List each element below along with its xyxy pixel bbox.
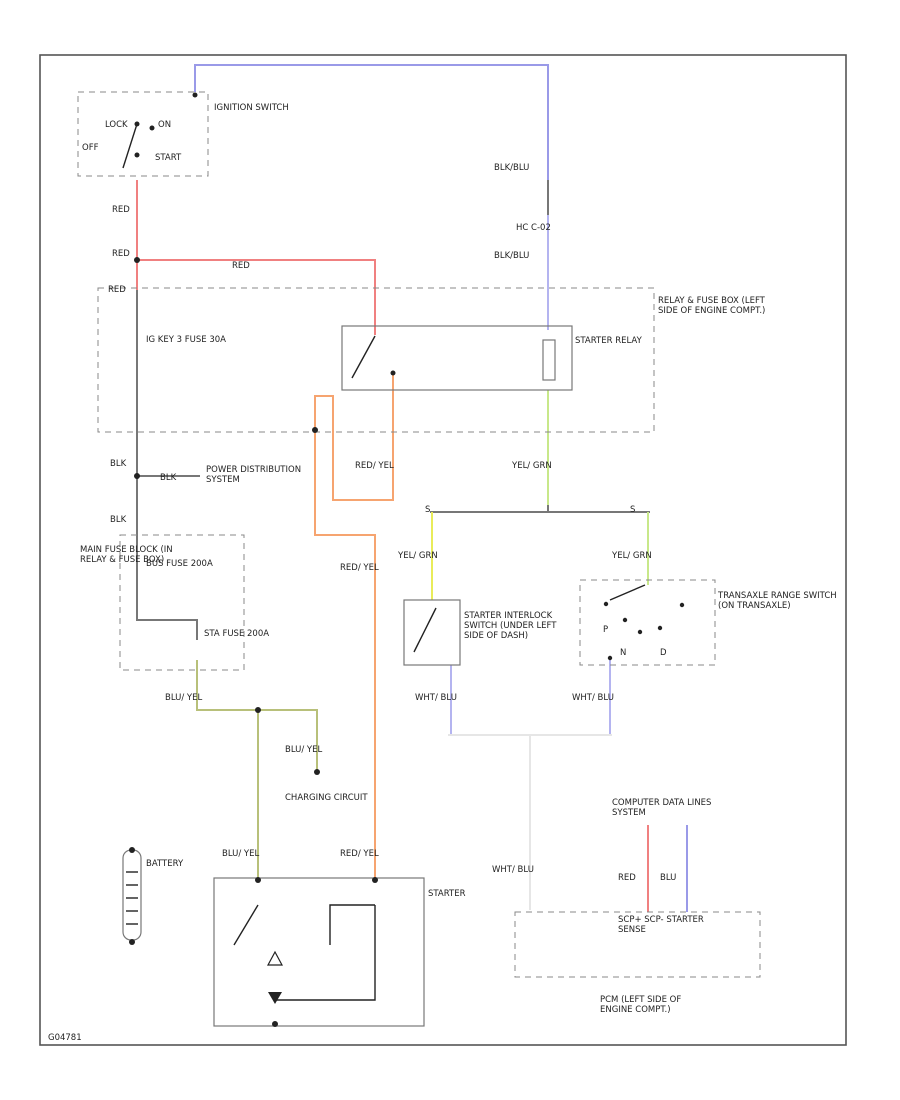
wire-label-s-1: S: [425, 505, 430, 515]
battery-positive-terminal: [129, 847, 135, 853]
wire-red-to-relay: [137, 259, 376, 335]
fuse-bus-label: BUS FUSE 200A: [146, 559, 213, 569]
pcm-box: [514, 911, 761, 978]
junction-blu-yel: [255, 707, 261, 713]
battery-label: BATTERY: [146, 859, 184, 869]
starter-relay-box: [341, 325, 573, 391]
wire-label-red-2: RED: [112, 249, 130, 259]
battery-negative-terminal: [129, 939, 135, 945]
battery-symbol: [122, 849, 142, 941]
transaxle-terminal-1: [603, 601, 609, 607]
ignition-switch-box: [77, 91, 209, 177]
wire-label-blk-1: BLK: [110, 459, 127, 469]
wire-label-yel-grn-3: YEL/ GRN: [611, 551, 652, 561]
ignition-on-label: ON: [158, 120, 171, 130]
starter-ground-terminal: [272, 1021, 278, 1027]
ignition-start-label: START: [155, 153, 182, 163]
starter-solenoid-contact: [233, 904, 259, 946]
starter-relay-coil: [542, 339, 556, 381]
wire-label-wht-blu-3: WHT/ BLU: [492, 865, 534, 875]
transaxle-switch-label: TRANSAXLE RANGE SWITCH(ON TRANSAXLE): [717, 591, 837, 611]
transaxle-neutral-label: N: [620, 648, 626, 658]
transaxle-terminal-6: [607, 655, 613, 661]
wire-blk-blu-top: [194, 64, 549, 180]
transaxle-drive-label: D: [660, 648, 667, 658]
transaxle-park-label: P: [603, 625, 608, 635]
starter-box: [213, 877, 425, 1027]
wire-label-red-yel-2: RED/ YEL: [340, 563, 379, 573]
ignition-switch-label: IGNITION SWITCH: [214, 103, 289, 113]
wire-label-red-5: RED: [618, 873, 636, 883]
wire-label-yel-grn-2: YEL/ GRN: [397, 551, 438, 561]
fuse-igkey-label: IG KEY 3 FUSE 30A: [146, 335, 226, 345]
transaxle-terminal-3: [637, 629, 643, 635]
transaxle-range-switch-box: [579, 579, 716, 666]
starter-relay-contact: [351, 335, 376, 379]
junction-blk-1: [134, 473, 140, 479]
wire-label-yel-grn-1: YEL/ GRN: [511, 461, 552, 471]
ignition-lock-label: LOCK: [105, 120, 128, 130]
transaxle-switch-contact: [609, 584, 646, 601]
wire-label-blu: BLU: [660, 873, 676, 883]
wire-label-blk-blu-1: BLK/BLU: [494, 163, 529, 173]
starter-motor-terminal: [372, 877, 378, 883]
diagram-frame: [39, 54, 847, 1046]
footer-code: G04781: [48, 1033, 82, 1043]
starter-interlock-contact: [413, 607, 437, 653]
ignition-off-label: OFF: [82, 143, 99, 153]
junction-red-1: [134, 257, 140, 263]
wire-blk-main-bus: [136, 290, 198, 640]
starter-top-terminal: [255, 877, 261, 883]
starter-label: STARTER: [428, 889, 466, 899]
starter-diode-symbol: [268, 992, 282, 1004]
starter-solenoid-coil: [329, 904, 375, 945]
transaxle-terminal-5: [679, 602, 685, 608]
hc-label: HC C-02: [516, 223, 551, 233]
wire-label-blu-yel-2: BLU/ YEL: [285, 745, 322, 755]
wire-label-wht-blu-1: WHT/ BLU: [415, 693, 457, 703]
relay-fuse-box: [97, 287, 655, 433]
wire-label-red-1: RED: [112, 205, 130, 215]
wire-label-blu-yel-1: BLU/ YEL: [165, 693, 202, 703]
wire-label-red-3: RED: [232, 261, 250, 271]
wire-label-red-yel-3: RED/ YEL: [340, 849, 379, 859]
junction-orange: [312, 427, 318, 433]
ignition-start-terminal: [134, 152, 140, 158]
wire-red-yel-relay-loop: [314, 375, 394, 880]
starter-relay-terminal: [390, 370, 396, 376]
charging-circuit-terminal: [314, 769, 320, 775]
ignition-on-terminal: [149, 125, 155, 131]
wire-label-blu-yel-3: BLU/ YEL: [222, 849, 259, 859]
wire-label-blk-3: BLK: [110, 515, 127, 525]
wire-label-wht-blu-2: WHT/ BLU: [572, 693, 614, 703]
ignition-top-terminal: [192, 92, 198, 98]
charging-circuit-label: CHARGING CIRCUIT: [285, 793, 368, 803]
starter-motor-symbol: [266, 950, 284, 966]
wire-label-red-4: RED: [108, 285, 126, 295]
wire-label-blk-blu-2: BLK/BLU: [494, 251, 529, 261]
starter-interlock-switch-box: [403, 599, 461, 666]
ignition-lock-terminal: [134, 121, 140, 127]
wire-label-blk-2: BLK: [160, 473, 177, 483]
starter-relay-label: STARTER RELAY: [575, 336, 643, 346]
transaxle-terminal-4: [657, 625, 663, 631]
transaxle-terminal-2: [622, 617, 628, 623]
starter-return-line: [275, 905, 376, 1001]
fuse-sta-label: STA FUSE 200A: [204, 629, 269, 639]
wire-label-s-2: S: [630, 505, 635, 515]
main-fuse-block-box: [119, 534, 245, 671]
ignition-switch-contact: [122, 123, 138, 169]
wire-label-red-yel-1: RED/ YEL: [355, 461, 394, 471]
